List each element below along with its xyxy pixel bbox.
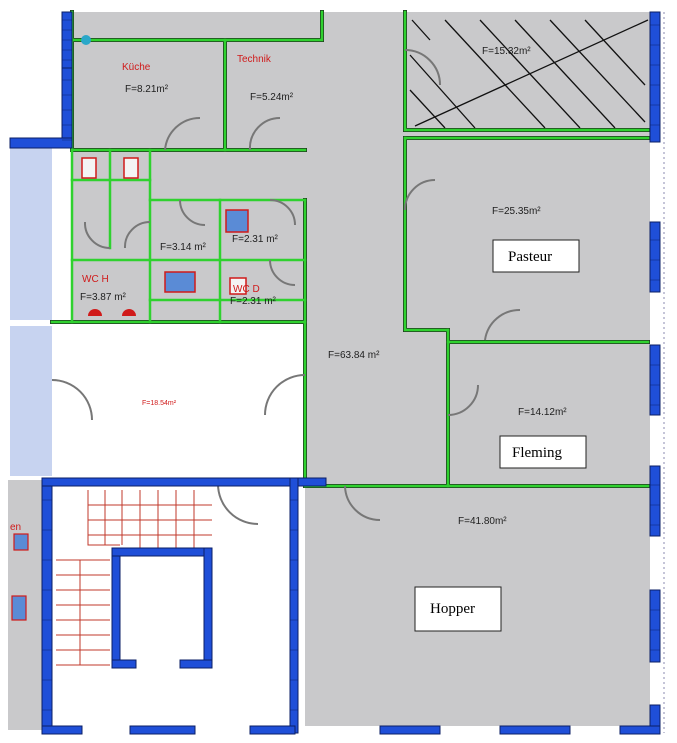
stairs xyxy=(56,490,212,666)
exterior-strip-lower xyxy=(10,326,52,476)
wch-name: WC H xyxy=(82,274,109,285)
pasteur-area: F=25.35m² xyxy=(492,206,541,217)
hopper-area: F=41.80m² xyxy=(458,516,507,527)
small-room-a-area: F=2.31 m² xyxy=(232,234,279,245)
kueche-area: F=8.21m² xyxy=(125,84,169,95)
fleming-label-box xyxy=(499,435,587,469)
reference-marker xyxy=(81,35,91,45)
interior-walls xyxy=(50,10,650,488)
pasteur-label-box xyxy=(492,239,580,273)
technik-area: F=5.24m² xyxy=(250,92,294,103)
wc-small-area: F=3.14 m² xyxy=(160,242,207,253)
fleming-name: Fleming xyxy=(512,445,563,461)
sanitary-fixtures xyxy=(11,157,249,621)
corridor-area: F=63.84 m² xyxy=(328,350,380,361)
stairwell xyxy=(52,484,295,730)
fleming-area: F=14.12m² xyxy=(518,407,567,418)
small-room-b-area: F=2.31 m² xyxy=(230,296,277,307)
cut-room-label: en xyxy=(10,522,21,533)
wall-hatch xyxy=(42,19,660,711)
exterior-strip-upper xyxy=(10,148,52,320)
lobby xyxy=(52,322,305,478)
hatched-area xyxy=(409,19,649,129)
hopper-name: Hopper xyxy=(430,601,475,617)
door-swings xyxy=(51,49,521,525)
hatched-area-label: F=15.32m² xyxy=(482,46,531,57)
hopper-label-box xyxy=(414,586,502,632)
pasteur-name: Pasteur xyxy=(508,249,552,265)
technik-name: Technik xyxy=(237,54,272,65)
lobby-area: F=18.54m² xyxy=(142,400,177,407)
wcd-name: WC D xyxy=(233,284,260,295)
wch-area: F=3.87 m² xyxy=(80,292,127,303)
exterior-walls xyxy=(9,11,661,735)
kueche-name: Küche xyxy=(122,62,151,73)
